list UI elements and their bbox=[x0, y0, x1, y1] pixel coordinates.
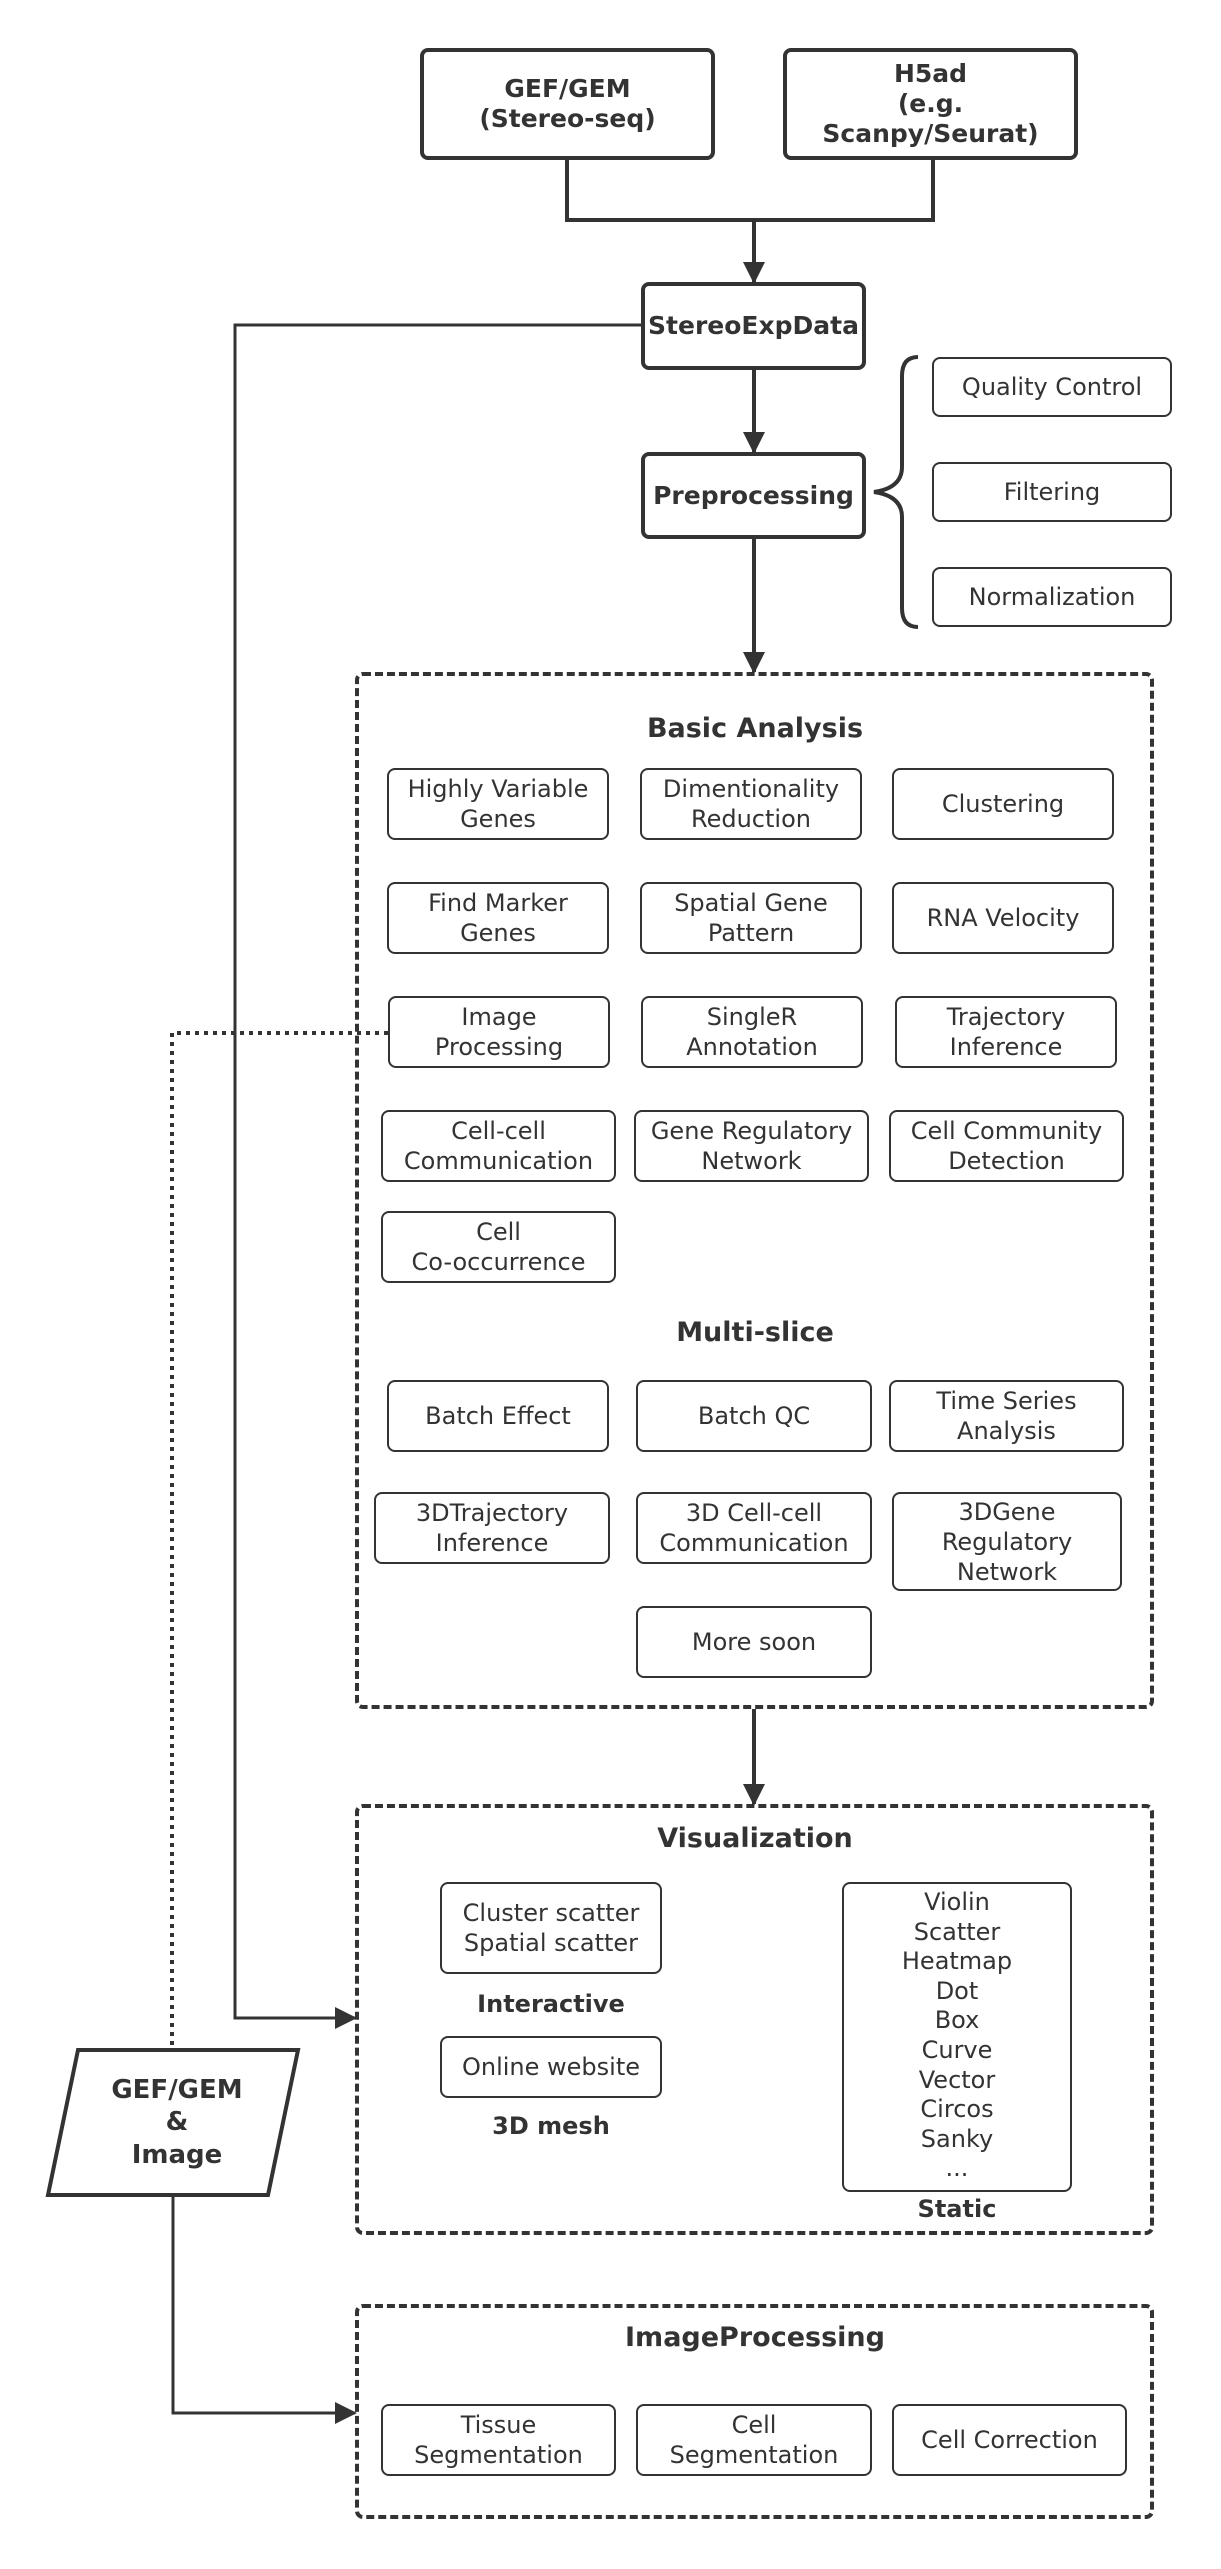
dimensionality-reduction-node: Dimentionality Reduction bbox=[640, 768, 862, 840]
image-processing-analysis-node: Image Processing bbox=[388, 996, 610, 1068]
cell-segmentation-node: Cell Segmentation bbox=[636, 2404, 872, 2476]
static-label: Static bbox=[917, 2195, 997, 2223]
static-item-circos: Circos bbox=[920, 2095, 994, 2124]
3d-cell-cell-communication-node: 3D Cell-cell Communication bbox=[636, 1492, 872, 1564]
basic-analysis-section bbox=[355, 672, 1154, 1709]
3d-mesh-label: 3D mesh bbox=[492, 2112, 610, 2140]
cell-cell-communication-node: Cell-cell Communication bbox=[381, 1110, 616, 1182]
multi-slice-title: Multi-slice bbox=[676, 1317, 834, 1348]
highly-variable-genes-node: Highly Variable Genes bbox=[387, 768, 609, 840]
cell-co-occurrence-node: Cell Co-occurrence bbox=[381, 1211, 616, 1283]
interactive-scatter-node: Cluster scatter Spatial scatter bbox=[440, 1882, 662, 1974]
arrow-stereoexpdata-to-visualization bbox=[233, 323, 641, 2029]
singler-annotation-node: SingleR Annotation bbox=[641, 996, 863, 1068]
gef-gem-input-node: GEF/GEM (Stereo-seq) bbox=[420, 48, 715, 160]
3d-gene-regulatory-network-node: 3DGene Regulatory Network bbox=[892, 1492, 1122, 1591]
rna-velocity-node: RNA Velocity bbox=[892, 882, 1114, 954]
image-input-node: GEF/GEM & Image bbox=[111, 2074, 243, 2170]
quality-control-node: Quality Control bbox=[932, 357, 1172, 417]
image-input-shape bbox=[45, 2048, 301, 2197]
static-item-vector: Vector bbox=[918, 2065, 996, 2094]
clustering-node: Clustering bbox=[892, 768, 1114, 840]
normalization-node: Normalization bbox=[932, 567, 1172, 627]
find-marker-genes-node: Find Marker Genes bbox=[387, 882, 609, 954]
3d-trajectory-inference-node: 3DTrajectory Inference bbox=[374, 1492, 610, 1564]
image-processing-title: ImageProcessing bbox=[625, 2322, 885, 2353]
static-plots-list: Violin Scatter Heatmap Dot Box Curve Vec… bbox=[842, 1882, 1072, 2192]
batch-effect-node: Batch Effect bbox=[387, 1380, 609, 1452]
connector-h5ad-merge bbox=[754, 160, 935, 222]
more-soon-node: More soon bbox=[636, 1606, 872, 1678]
preprocessing-brace bbox=[873, 355, 919, 629]
static-item-dot: Dot bbox=[935, 1976, 979, 2005]
time-series-analysis-node: Time Series Analysis bbox=[889, 1380, 1124, 1452]
spatial-gene-pattern-node: Spatial Gene Pattern bbox=[640, 882, 862, 954]
stereoexpdata-node: StereoExpData bbox=[641, 282, 866, 370]
arrow-to-image-processing bbox=[171, 2195, 357, 2424]
static-item-box: Box bbox=[934, 2006, 980, 2035]
trajectory-inference-node: Trajectory Inference bbox=[895, 996, 1117, 1068]
online-website-node: Online website bbox=[440, 2036, 662, 2098]
static-item-sanky: Sanky bbox=[920, 2124, 994, 2153]
filtering-node: Filtering bbox=[932, 462, 1172, 522]
h5ad-input-node: H5ad (e.g. Scanpy/Seurat) bbox=[783, 48, 1078, 160]
cell-community-detection-node: Cell Community Detection bbox=[889, 1110, 1124, 1182]
static-item-curve: Curve bbox=[921, 2035, 993, 2064]
connector-gef-merge bbox=[565, 160, 754, 222]
preprocessing-node: Preprocessing bbox=[641, 452, 866, 539]
static-item-violin: Violin bbox=[924, 1888, 990, 1916]
cell-correction-node: Cell Correction bbox=[892, 2404, 1127, 2476]
tissue-segmentation-node: Tissue Segmentation bbox=[381, 2404, 616, 2476]
basic-analysis-title: Basic Analysis bbox=[646, 713, 864, 744]
gene-regulatory-network-node: Gene Regulatory Network bbox=[634, 1110, 869, 1182]
dotted-link-image-processing bbox=[170, 1031, 388, 2050]
interactive-label: Interactive bbox=[477, 1990, 625, 2018]
image-processing-section bbox=[355, 2304, 1154, 2519]
static-item-more: ... bbox=[945, 2154, 969, 2183]
visualization-title: Visualization bbox=[657, 1823, 853, 1854]
static-item-heatmap: Heatmap bbox=[901, 1947, 1013, 1976]
static-item-scatter: Scatter bbox=[913, 1917, 1001, 1946]
visualization-section bbox=[355, 1804, 1154, 2235]
batch-qc-node: Batch QC bbox=[636, 1380, 872, 1452]
